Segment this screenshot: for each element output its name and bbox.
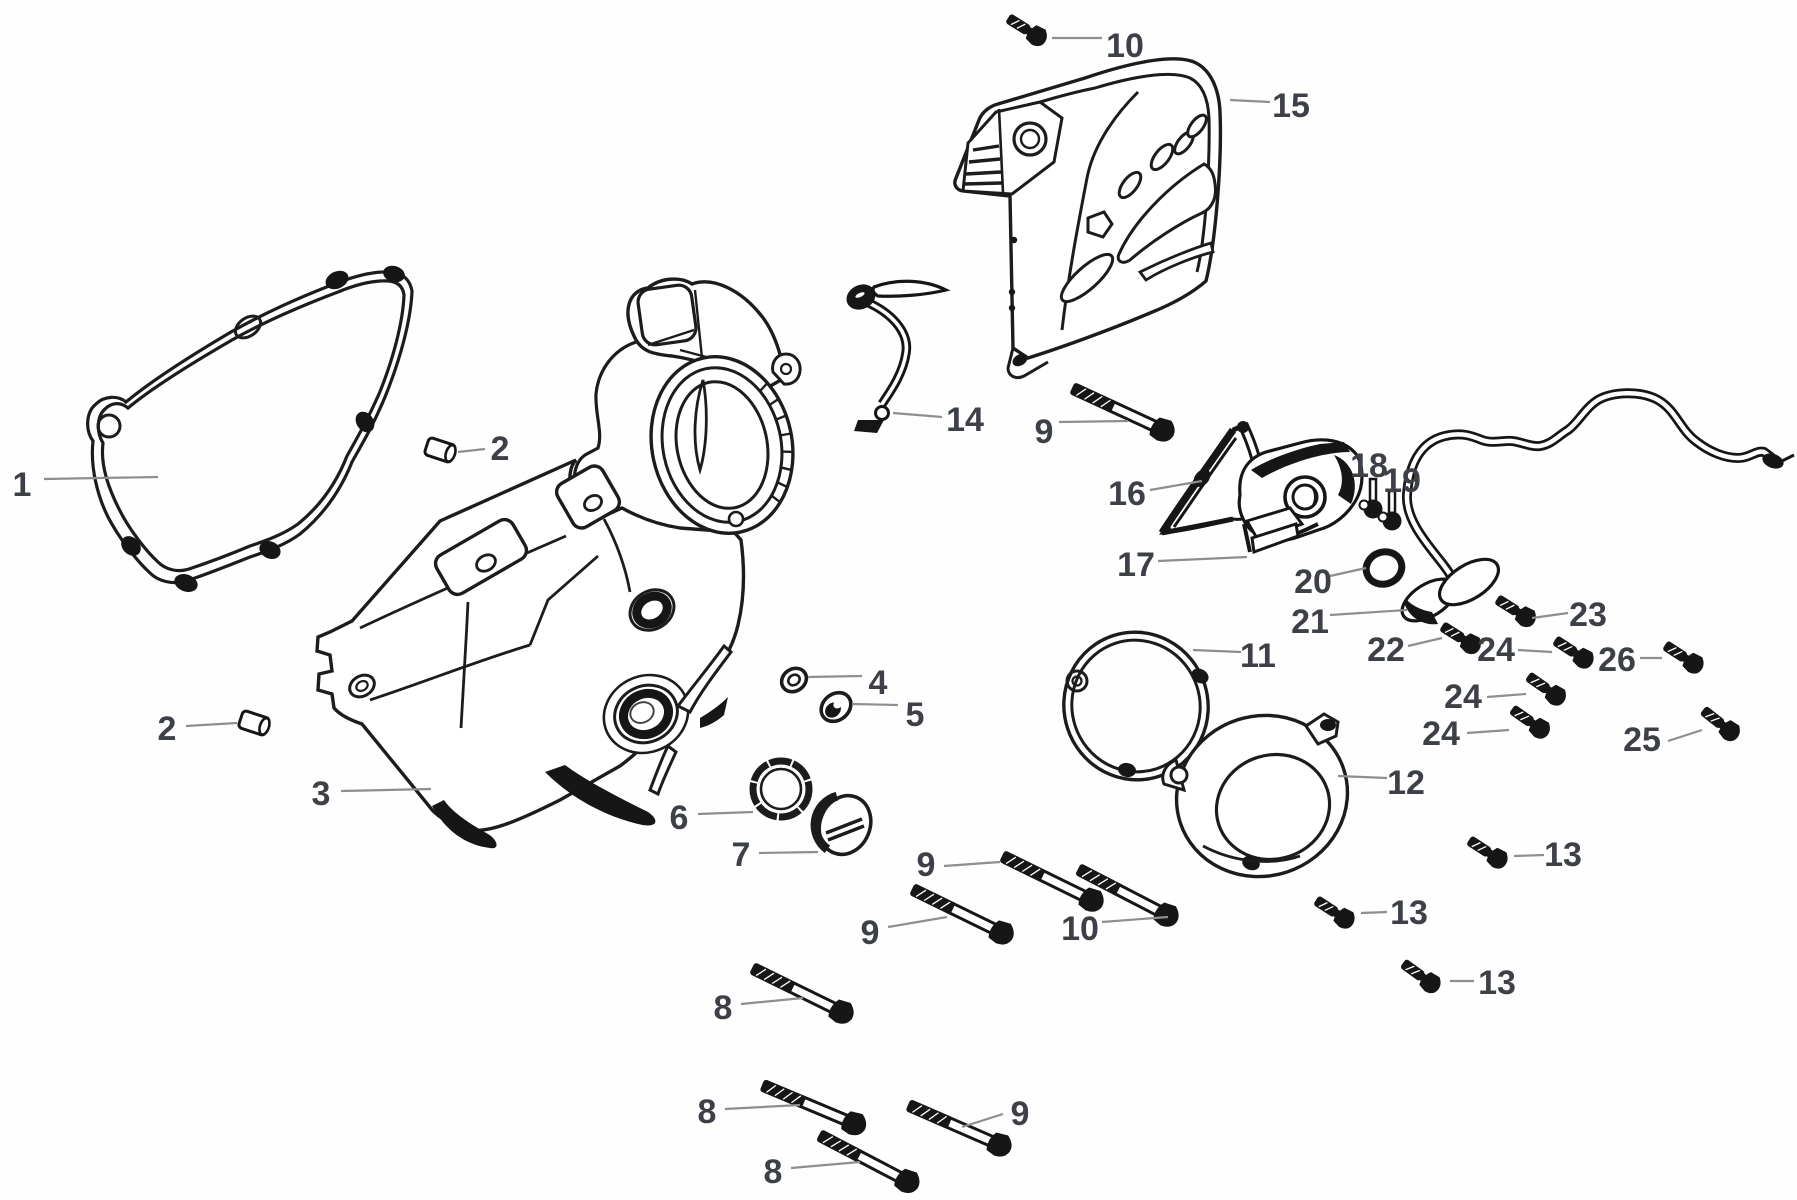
svg-text:17: 17 <box>1117 546 1155 584</box>
svg-text:19: 19 <box>1383 462 1421 500</box>
svg-text:5: 5 <box>906 696 925 734</box>
svg-text:8: 8 <box>714 989 733 1027</box>
svg-text:15: 15 <box>1272 87 1310 125</box>
svg-text:24: 24 <box>1477 631 1515 669</box>
svg-text:2: 2 <box>491 430 510 468</box>
svg-text:24: 24 <box>1444 678 1482 716</box>
svg-text:13: 13 <box>1544 836 1582 874</box>
svg-text:18: 18 <box>1350 447 1388 485</box>
svg-text:9: 9 <box>1035 413 1054 451</box>
svg-text:7: 7 <box>732 836 751 874</box>
svg-text:9: 9 <box>917 846 936 884</box>
svg-text:23: 23 <box>1569 596 1607 634</box>
svg-text:16: 16 <box>1108 475 1146 513</box>
svg-text:8: 8 <box>764 1153 783 1191</box>
svg-text:26: 26 <box>1598 641 1636 679</box>
svg-text:4: 4 <box>869 664 888 702</box>
svg-text:12: 12 <box>1387 764 1425 802</box>
svg-text:24: 24 <box>1422 715 1460 753</box>
svg-text:1: 1 <box>13 466 32 504</box>
svg-text:22: 22 <box>1367 631 1405 669</box>
svg-text:9: 9 <box>861 914 880 952</box>
svg-text:21: 21 <box>1291 603 1329 641</box>
svg-text:10: 10 <box>1061 910 1099 948</box>
svg-text:6: 6 <box>670 799 689 837</box>
svg-text:3: 3 <box>312 775 331 813</box>
svg-text:13: 13 <box>1478 964 1516 1002</box>
svg-text:8: 8 <box>698 1093 717 1131</box>
svg-text:20: 20 <box>1294 563 1332 601</box>
svg-text:14: 14 <box>946 401 984 439</box>
svg-text:9: 9 <box>1011 1095 1030 1133</box>
svg-text:11: 11 <box>1240 637 1276 675</box>
svg-text:13: 13 <box>1390 894 1428 932</box>
svg-text:2: 2 <box>158 710 177 748</box>
svg-text:25: 25 <box>1623 721 1661 759</box>
svg-text:10: 10 <box>1106 27 1144 65</box>
